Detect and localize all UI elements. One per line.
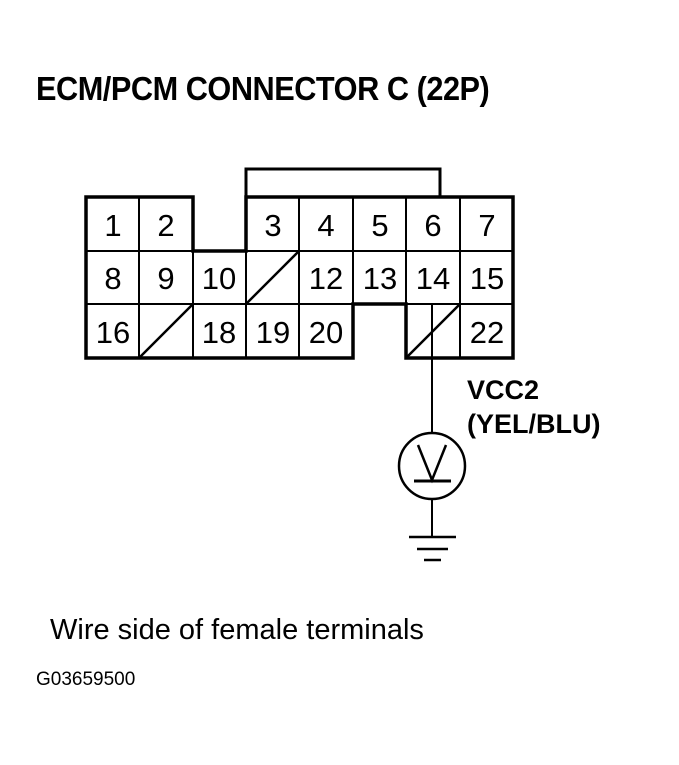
pin-13: 13 [363,261,397,296]
pin-12: 12 [309,261,343,296]
ground-icon [409,535,456,562]
pin-1: 1 [104,208,121,243]
pin-7: 7 [478,208,495,243]
pin-16: 16 [96,315,130,350]
wire-color: (YEL/BLU) [467,409,601,439]
pin-4: 4 [317,208,334,243]
signal-label: VCC2 (YEL/BLU) [467,373,600,441]
pin-6: 6 [424,208,441,243]
pin-10: 10 [202,261,236,296]
pin-3: 3 [264,208,281,243]
pin-14: 14 [416,261,450,296]
unused-pin-17-slash [139,304,193,358]
pin-15: 15 [470,261,504,296]
view-caption: Wire side of female terminals [50,614,424,646]
pin-5: 5 [371,208,388,243]
diagram-title: ECM/PCM CONNECTOR C (22P) [36,70,490,107]
connector-lock-tab [244,167,442,197]
voltmeter-icon [397,431,467,501]
unused-pin-11-slash [246,251,299,304]
pin-19: 19 [256,315,290,350]
pin-18: 18 [202,315,236,350]
pin-9: 9 [157,261,174,296]
pin-22: 22 [470,315,504,350]
figure-id: G03659500 [36,669,136,690]
pin-2: 2 [157,208,174,243]
pin-20: 20 [309,315,343,350]
connector-grid [86,197,513,358]
pin-labels: 1 2 3 4 5 6 7 8 9 10 12 13 14 15 16 18 1… [96,208,504,350]
pin-8: 8 [104,261,121,296]
signal-name: VCC2 [467,375,540,405]
